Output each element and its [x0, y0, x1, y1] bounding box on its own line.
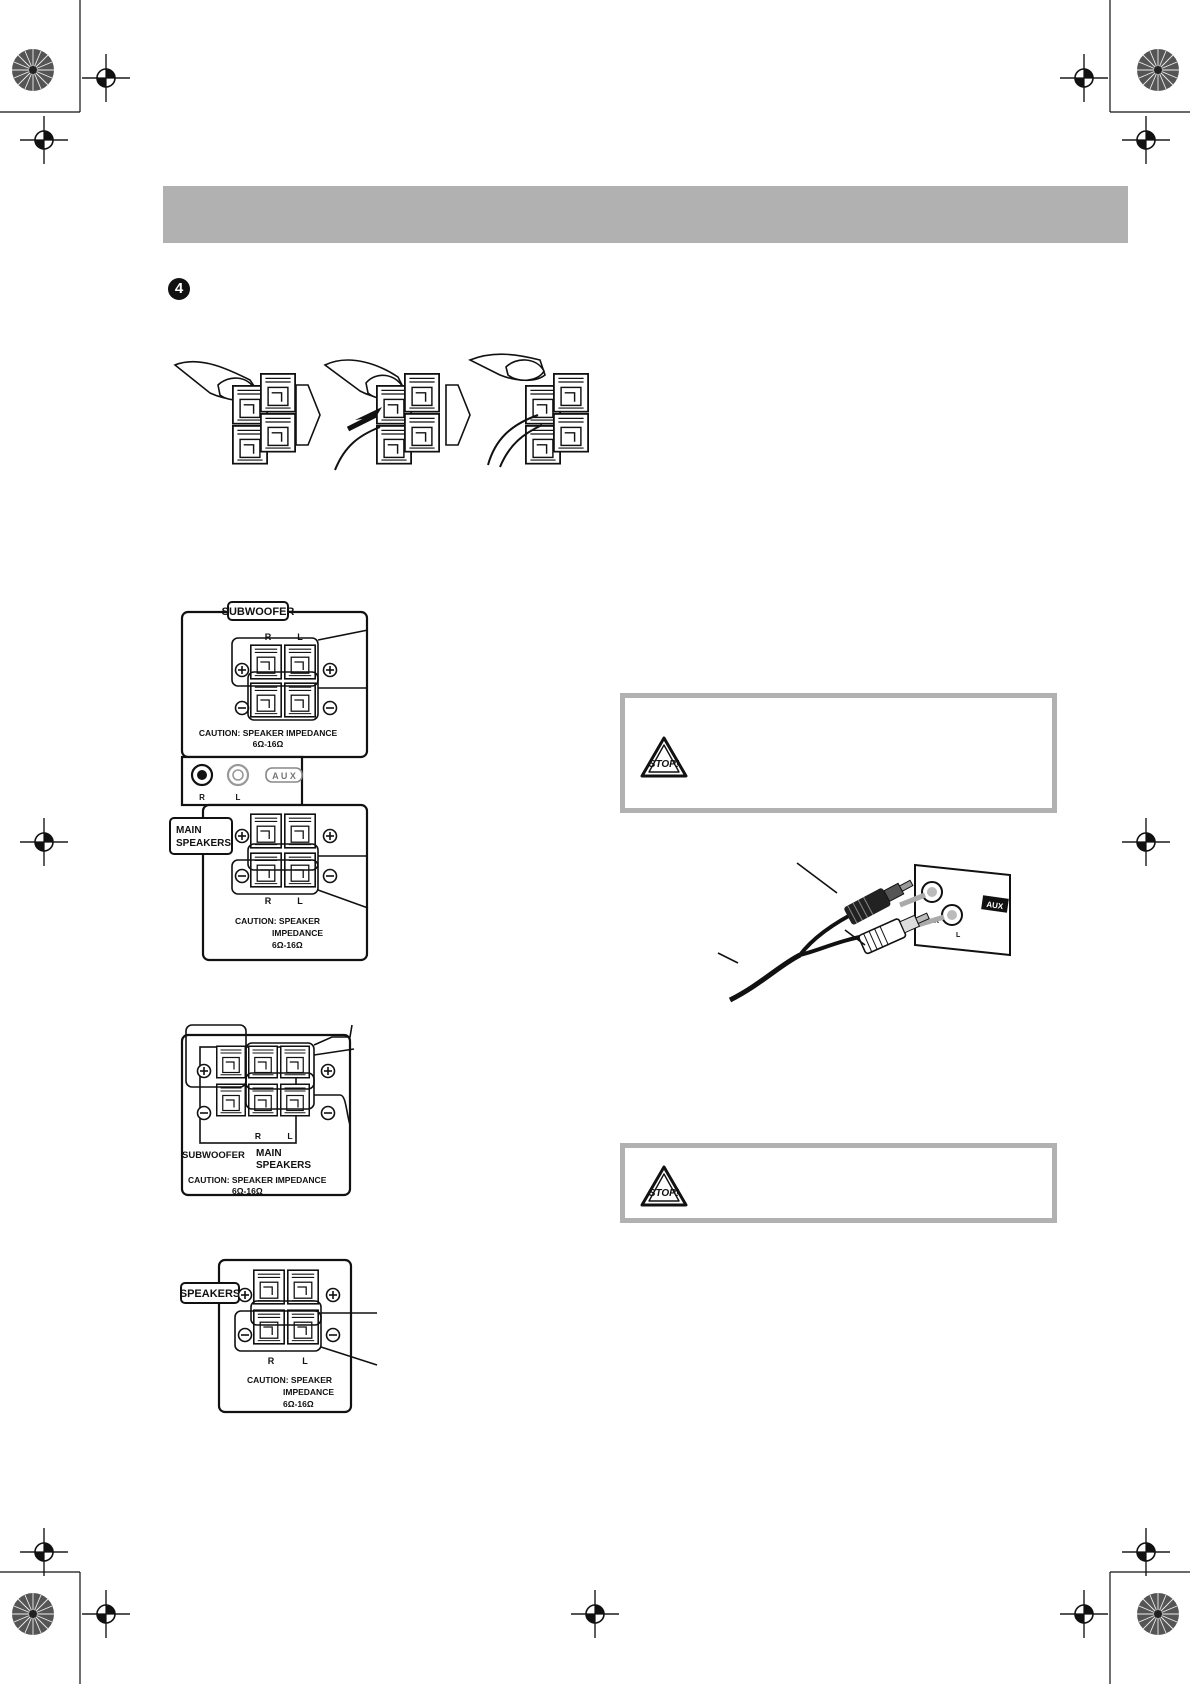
combined-caution-line1: CAUTION: SPEAKER IMPEDANCE	[188, 1175, 327, 1185]
color-target-icon	[11, 48, 55, 92]
color-target-icon	[1136, 1592, 1180, 1636]
minus-icon	[322, 868, 338, 884]
minus-icon	[320, 1105, 336, 1121]
aux-label: A U X	[272, 771, 296, 781]
registration-mark-icon	[20, 1528, 68, 1576]
minus-icon	[237, 1327, 253, 1343]
finger-release-stage-3	[468, 353, 589, 468]
speakers-caution-line3: 6Ω-16Ω	[283, 1399, 314, 1409]
combined-caution-line2: 6Ω-16Ω	[232, 1186, 263, 1196]
crop-mark-bottom-left	[0, 1494, 160, 1684]
combined-speaker-terminal-panel: SUBWOOFER R L MAIN SPEAKERS CAUTION: SPE…	[172, 1015, 372, 1200]
plus-icon	[196, 1063, 212, 1079]
registration-mark-icon	[1122, 818, 1170, 866]
subwoofer-r-label: R	[265, 632, 272, 642]
crop-mark-bottom-right	[1030, 1494, 1190, 1684]
main-caution-line3: 6Ω-16Ω	[272, 940, 303, 950]
subwoofer-header: SUBWOOFER	[222, 606, 295, 618]
aux-l-label: L	[236, 793, 241, 802]
section-header-band	[163, 186, 1128, 243]
registration-mark-icon	[1122, 1528, 1170, 1576]
aux-r-label: R	[199, 793, 205, 802]
warning-box-2: STOP!	[620, 1143, 1057, 1223]
speakers-l-label: L	[302, 1356, 308, 1366]
plus-icon	[322, 828, 338, 844]
main-caution-line1: CAUTION: SPEAKER	[235, 916, 320, 926]
subwoofer-main-speakers-panel: SUBWOOFER R L CAUTION: SPEAKER IMPEDANCE…	[150, 600, 380, 970]
wire-insert-stage-2	[323, 359, 441, 471]
combined-r-label: R	[255, 1131, 261, 1141]
plus-icon	[237, 1287, 253, 1303]
registration-mark-icon	[1060, 1590, 1108, 1638]
warning-box-1: STOP!	[620, 693, 1057, 813]
speakers-terminal-panel: SPEAKERS R L CAUTION: SPEAKER IMPEDANCE …	[175, 1255, 385, 1420]
combined-subwoofer-label: SUBWOOFER	[182, 1150, 245, 1161]
finger-press-stage-1	[173, 360, 297, 465]
registration-mark-icon	[1060, 54, 1108, 102]
minus-icon	[196, 1105, 212, 1121]
stop-icon-text: STOP!	[649, 759, 680, 770]
registration-mark-icon	[20, 818, 68, 866]
main-l-label: L	[297, 896, 303, 906]
color-target-icon	[11, 1592, 55, 1636]
plus-icon	[320, 1063, 336, 1079]
speakers-r-label: R	[268, 1356, 275, 1366]
main-caution-line2: IMPEDANCE	[272, 928, 323, 938]
plus-icon	[234, 662, 250, 678]
registration-mark-icon	[82, 54, 130, 102]
aux-plate-label: AUX	[986, 900, 1005, 911]
subwoofer-caution-line1: CAUTION: SPEAKER IMPEDANCE	[199, 728, 338, 738]
registration-mark-icon	[1122, 116, 1170, 164]
plus-icon	[322, 662, 338, 678]
minus-icon	[234, 700, 250, 716]
combined-l-label: L	[287, 1131, 292, 1141]
subwoofer-l-label: L	[297, 632, 303, 642]
main-speakers-header-line1: MAIN	[176, 825, 202, 836]
registration-mark-icon	[20, 116, 68, 164]
crop-mark-top-left	[0, 0, 160, 190]
combined-main-line2: SPEAKERS	[256, 1160, 311, 1171]
color-target-icon	[1136, 48, 1180, 92]
stop-icon: STOP!	[639, 1164, 689, 1208]
main-speakers-header-line2: SPEAKERS	[176, 838, 231, 849]
stop-icon: STOP!	[639, 735, 689, 779]
plus-icon	[234, 828, 250, 844]
registration-mark-icon	[571, 1590, 619, 1638]
plus-icon	[325, 1287, 341, 1303]
speakers-header: SPEAKERS	[180, 1288, 241, 1300]
subwoofer-caution-line2: 6Ω-16Ω	[253, 739, 284, 749]
aux-plate-l-label: L	[956, 932, 961, 939]
minus-icon	[322, 700, 338, 716]
minus-icon	[234, 868, 250, 884]
minus-icon	[325, 1327, 341, 1343]
speakers-caution-line1: CAUTION: SPEAKER	[247, 1375, 332, 1385]
main-r-label: R	[265, 896, 272, 906]
step-number-badge: 4	[168, 278, 190, 300]
stop-icon-text: STOP!	[649, 1188, 680, 1199]
registration-mark-icon	[82, 1590, 130, 1638]
crop-mark-top-right	[1030, 0, 1190, 190]
speakers-caution-line2: IMPEDANCE	[283, 1387, 334, 1397]
aux-cable-connection-diagram: AUX R L	[717, 855, 1020, 1015]
speaker-wire-insertion-illustration	[170, 345, 600, 471]
combined-main-line1: MAIN	[256, 1148, 282, 1159]
